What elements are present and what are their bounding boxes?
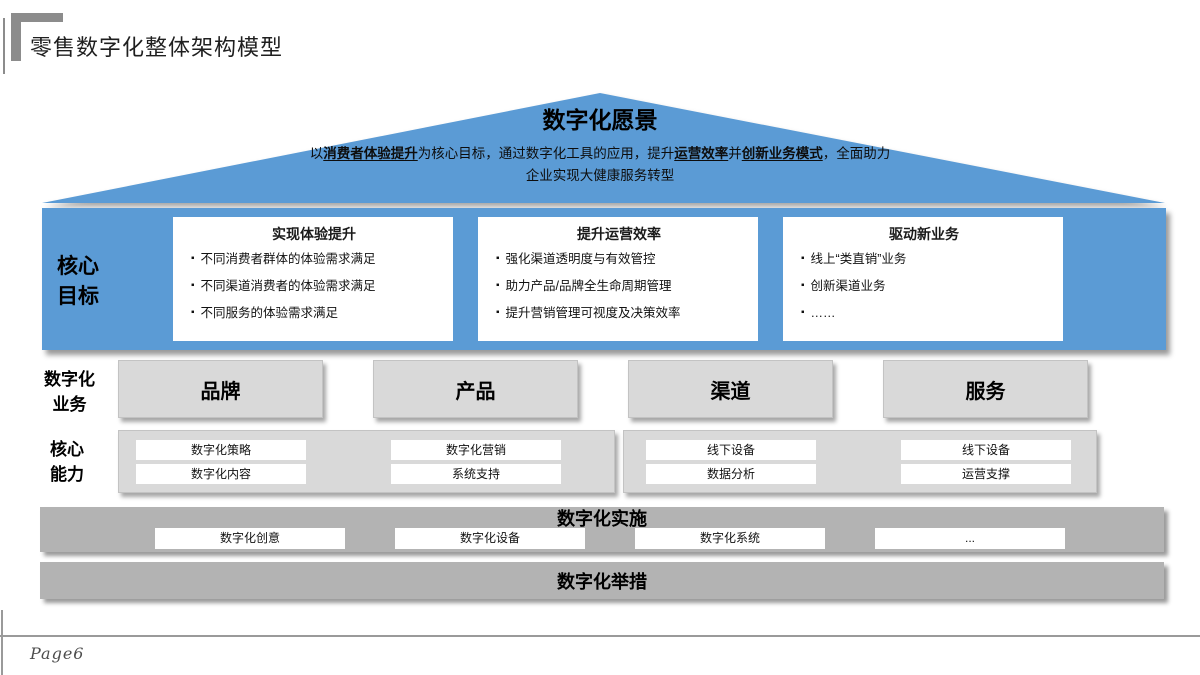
- business-label: 数字化 业务: [44, 368, 95, 417]
- goal-card-efficiency: 提升运营效率 ▪ 强化渠道透明度与有效管控 ▪ 助力产品/品牌全生命周期管理 ▪ 提升…: [478, 217, 758, 341]
- capability-box: 数字化内容: [136, 464, 306, 484]
- bullet-text: 线上“类直销”业务: [810, 252, 907, 266]
- implementation-title: 数字化实施: [557, 509, 647, 529]
- bullet-text: ……: [810, 305, 836, 320]
- vision-description: 以消费者体验提升为核心目标，通过数字化工具的应用，提升运营效率并创新业务模式，全…: [309, 146, 891, 183]
- bullet-marker: ▪: [191, 306, 195, 318]
- bullet-item: ▪ ……: [797, 304, 1051, 323]
- bullet-item: ▪ 创新渠道业务: [797, 277, 1051, 296]
- title-corner-bracket: [11, 13, 63, 61]
- business-box-brand: 品牌: [118, 360, 323, 418]
- bullet-item: ▪ 线上“类直销”业务: [797, 250, 1051, 269]
- goal-card-title: 驱动新业务: [889, 226, 959, 242]
- bullet-item: ▪ 不同服务的体验需求满足: [187, 304, 441, 323]
- capability-box: 线下设备: [646, 440, 816, 460]
- business-box-product: 产品: [373, 360, 578, 418]
- bullet-marker: ▪: [496, 279, 500, 291]
- bullet-marker: ▪: [191, 253, 195, 264]
- page-number: Page6: [30, 644, 85, 663]
- capability-box: 数字化营销: [391, 440, 561, 460]
- business-label-line2: 业务: [52, 394, 87, 414]
- bullet-item: ▪ 助力产品/品牌全生命周期管理: [492, 277, 746, 296]
- bullet-marker: ▪: [191, 279, 195, 291]
- implementation-box: ...: [875, 528, 1065, 549]
- initiatives-band: 数字化举措: [40, 562, 1164, 599]
- bullet-item: ▪ 强化渠道透明度与有效管控: [492, 250, 746, 269]
- bullet-text: 不同服务的体验需求满足: [200, 305, 339, 320]
- bullet-text: 强化渠道透明度与有效管控: [505, 252, 656, 266]
- bullet-text: 助力产品/品牌全生命周期管理: [505, 278, 672, 293]
- capability-label: 核心 能力: [50, 438, 84, 487]
- bullet-marker: ▪: [801, 306, 805, 318]
- vision-title: 数字化愿景: [542, 107, 658, 133]
- bullet-text: 不同渠道消费者的体验需求满足: [200, 278, 376, 293]
- implementation-box: 数字化设备: [395, 528, 585, 549]
- bullet-item: ▪ 不同渠道消费者的体验需求满足: [187, 277, 441, 296]
- capability-box: 数据分析: [646, 464, 816, 484]
- capability-box: 系统支持: [391, 464, 561, 484]
- footer-corner-line: [1, 610, 3, 675]
- capability-box: 运营支撑: [901, 464, 1071, 484]
- bullet-item: ▪ 不同消费者群体的体验需求满足: [187, 250, 441, 269]
- business-box-channel: 渠道: [628, 360, 833, 418]
- bullet-marker: ▪: [801, 279, 805, 291]
- bullet-marker: ▪: [801, 253, 805, 264]
- capability-box: 数字化策略: [136, 440, 306, 460]
- implementation-box: 数字化创意: [155, 528, 345, 549]
- bullet-item: ▪ 提升营销管理可视度及决策效率: [492, 304, 746, 323]
- capability-label-line2: 能力: [50, 464, 84, 484]
- bullet-text: 不同消费者群体的体验需求满足: [200, 252, 376, 266]
- goal-card-title: 实现体验提升: [272, 226, 356, 242]
- bullet-marker: ▪: [496, 253, 500, 264]
- bullet-text: 提升营销管理可视度及决策效率: [505, 305, 681, 320]
- page-title: 零售数字化整体架构模型: [30, 35, 284, 60]
- bullet-text: 创新渠道业务: [810, 278, 886, 293]
- title-corner-line: [3, 18, 5, 74]
- capability-box: 线下设备: [901, 440, 1071, 460]
- business-label-line1: 数字化: [44, 370, 95, 389]
- business-box-service: 服务: [883, 360, 1088, 418]
- goal-card-experience: 实现体验提升 ▪ 不同消费者群体的体验需求满足 ▪ 不同渠道消费者的体验需求满足 ▪…: [173, 217, 453, 341]
- bullet-marker: ▪: [496, 306, 500, 318]
- capability-label-line1: 核心: [50, 440, 84, 459]
- goal-card-title: 提升运营效率: [577, 226, 661, 242]
- implementation-box: 数字化系统: [635, 528, 825, 549]
- vision-triangle: [42, 93, 1165, 203]
- goal-card-new-business: 驱动新业务 ▪ 线上“类直销”业务 ▪ 创新渠道业务 ▪ ……: [783, 217, 1063, 341]
- footer-divider-line: [0, 635, 1200, 637]
- core-goals-label-line1: 核心: [57, 255, 99, 278]
- core-goals-label-line2: 目标: [57, 285, 99, 309]
- core-goals-label: 核心 目标: [57, 252, 99, 313]
